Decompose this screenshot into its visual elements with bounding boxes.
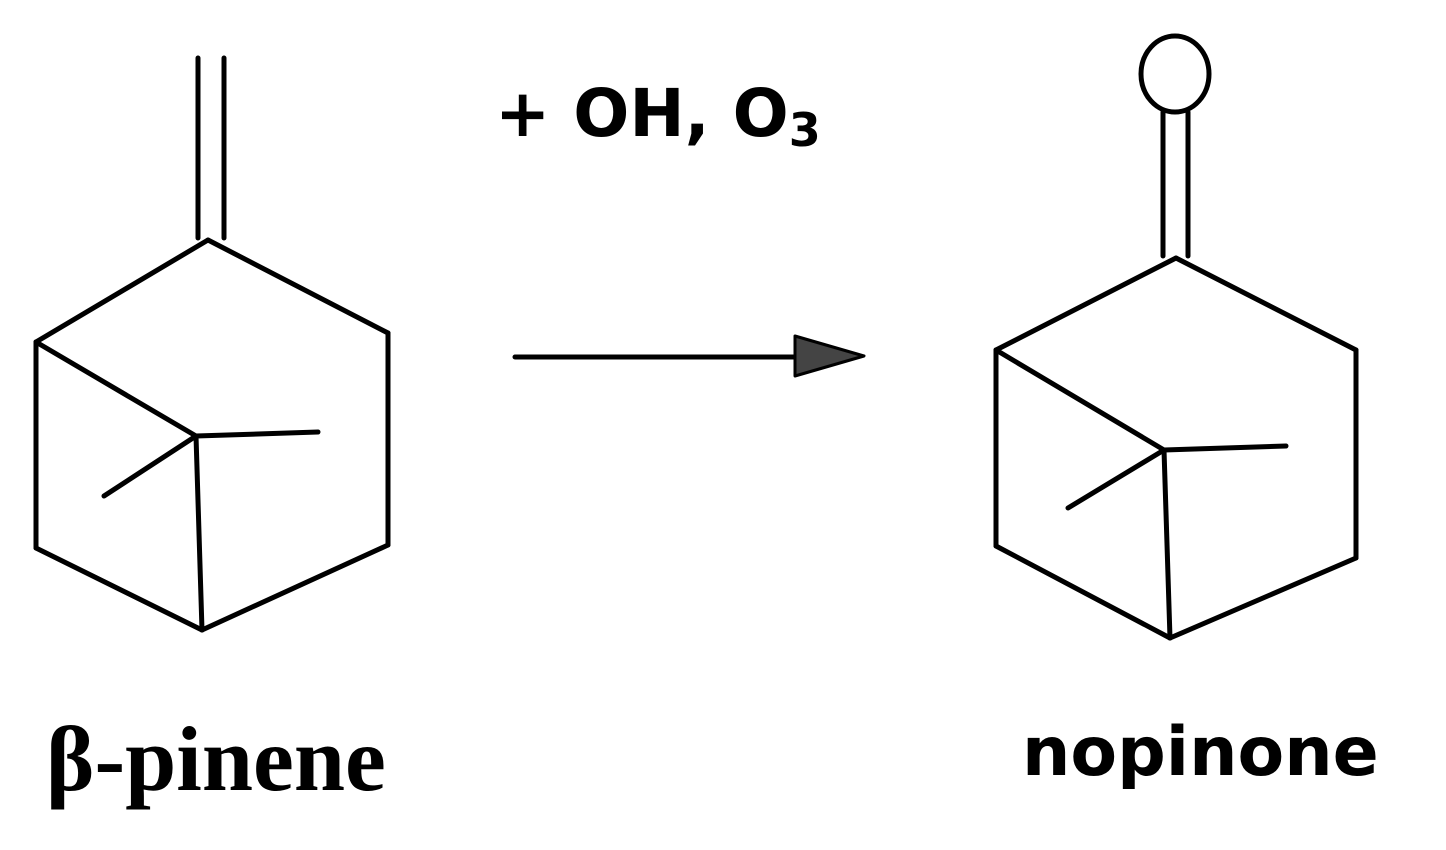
carbonyl-oxygen: [1138, 33, 1212, 115]
product-nopinone-structure: [993, 33, 1359, 641]
reagents-main: + OH, O: [495, 75, 789, 152]
bridge-bond-vertical: [1161, 447, 1173, 641]
methyl-bond-right: [193, 429, 321, 439]
ring-bond-bottom-left: [33, 545, 205, 633]
bridge-bond-diagonal: [33, 339, 199, 439]
reactant-name: β-pinene: [46, 708, 386, 810]
ring-bond-bottom-left: [993, 543, 1173, 641]
bridge-bond-vertical: [193, 433, 205, 633]
product-name: nopinone: [1022, 713, 1379, 792]
ring-bond-top-left: [993, 255, 1179, 353]
reagents-label: + OH, O3: [495, 75, 821, 157]
methyl-bond-right: [1161, 443, 1289, 453]
reaction-arrow: [512, 334, 866, 378]
arrow-head: [793, 334, 866, 378]
methyl-bond-left: [101, 433, 199, 499]
ring-bond-top-right: [205, 237, 391, 336]
ring-bond-top-left: [33, 237, 211, 345]
methyl-bond-left: [1065, 447, 1167, 511]
reactant-beta-pinene-structure: [33, 55, 391, 633]
ring-bond-bottom-right: [199, 542, 391, 633]
bridge-bond-diagonal: [993, 347, 1167, 453]
ring-bond-bottom-right: [1167, 555, 1359, 641]
reagents-subscript: 3: [789, 103, 821, 157]
ring-bond-top-right: [1173, 255, 1359, 353]
